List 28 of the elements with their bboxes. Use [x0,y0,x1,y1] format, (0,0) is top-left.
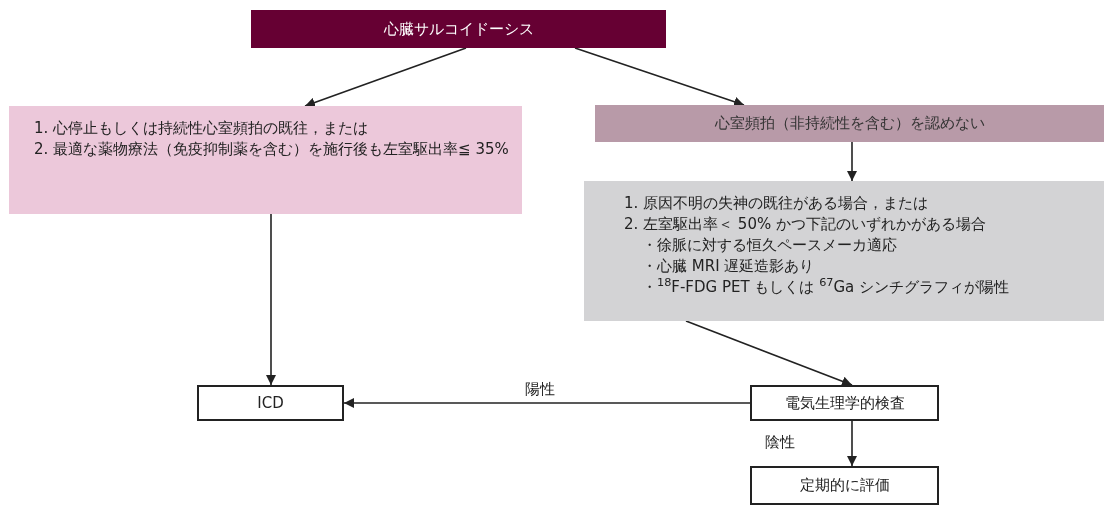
arrow [343,398,751,408]
outcome-box [750,466,939,505]
box-text: 1. 心停止もしくは持続性心室頻拍の既往，または [34,118,370,139]
arrow [304,47,467,108]
box-text: 定期的に評価 [799,475,890,496]
process-box [750,385,939,421]
box-text: ・徐脈に対する恒久ペースメーカ適応 [641,235,898,256]
criteria-box [9,106,522,214]
box-text: ICD [257,392,284,414]
box-text: 心臓サルコイドーシス [383,18,534,40]
box-text: 電気生理学的検査 [784,392,905,414]
box-text: 2. 左室駆出率＜ 50% かつ下記のいずれかがある場合 [624,214,987,235]
edge-label: 陰性 [763,434,797,450]
title-box [251,10,666,48]
edge-label: 陽性 [523,381,557,397]
condition-box [595,105,1104,142]
arrow [574,47,745,107]
arrow [685,320,853,387]
arrow [266,213,276,386]
criteria-box [584,181,1104,321]
box-text: 1. 原因不明の失神の既往がある場合，または [624,193,930,214]
box-text: ・$^{18}$F-FDG PET もしくは $^{67}$Ga シンチグラフィが陽性 [641,277,1011,298]
arrow [847,420,857,467]
box-text: 2. 最適な薬物療法（免疫抑制薬を含む）を施行後も左室駆出率≦ 35% [34,139,510,160]
box-text: ・心臓 MRI 遅延造影あり [641,256,816,277]
arrow [847,141,857,182]
box-text: 心室頻拍（非持続性を含む）を認めない [714,113,985,134]
outcome-box [197,385,344,421]
